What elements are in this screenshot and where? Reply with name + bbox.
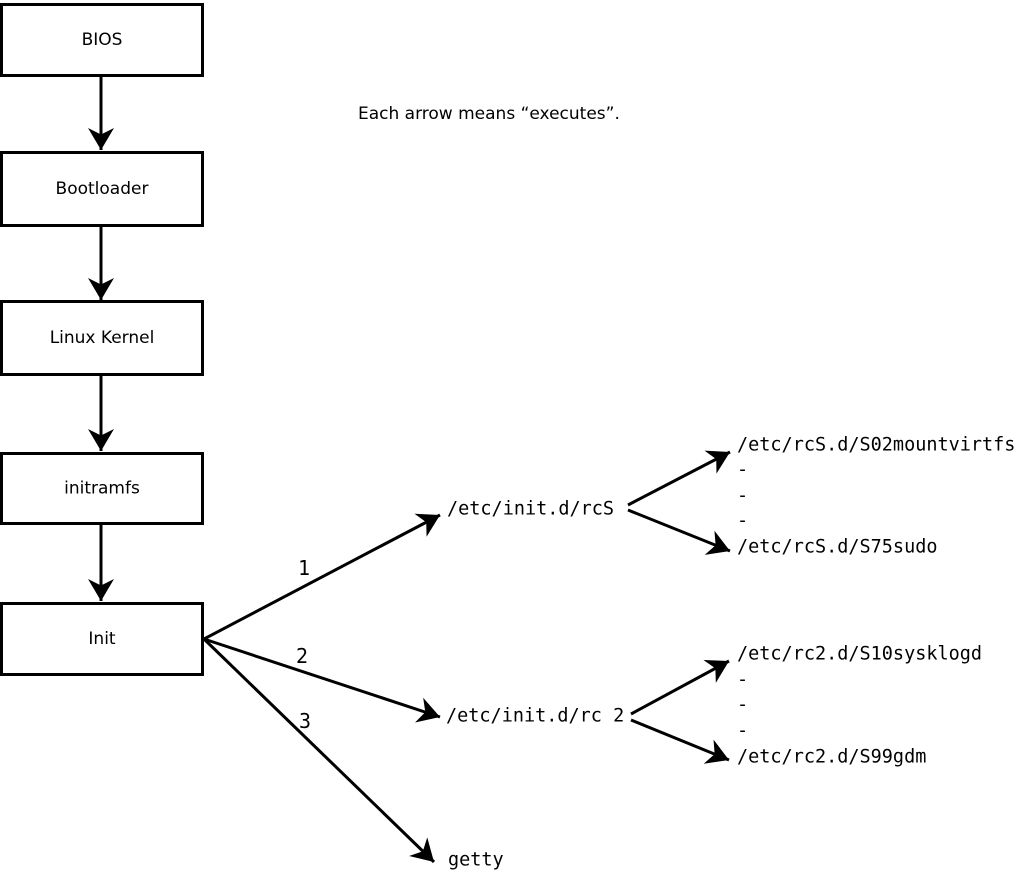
- rc2-script-ellipsis-1: -: [737, 670, 748, 691]
- arrow-init-to-rc2: [203, 637, 441, 723]
- arrow-init-to-rcs: [203, 513, 441, 641]
- rcs-script-last: /etc/rcS.d/S75sudo: [737, 537, 937, 558]
- rc2-target-label: /etc/init.d/rc 2: [446, 706, 624, 727]
- rc2-script-ellipsis-2: -: [737, 695, 748, 716]
- rcs-target-label: /etc/init.d/rcS: [447, 499, 614, 520]
- branch-order-1: 1: [298, 556, 310, 580]
- arrow-rcs-to-first-script: [627, 450, 731, 507]
- rc2-script-first: /etc/rc2.d/S10sysklogd: [737, 644, 982, 665]
- arrow-rcs-to-last-script: [627, 508, 731, 555]
- rc2-script-ellipsis-3: -: [737, 721, 748, 742]
- rcs-script-ellipsis-3: -: [737, 511, 748, 532]
- rcs-script-ellipsis-1: -: [737, 460, 748, 481]
- arrow-rc2-to-last-script: [630, 718, 730, 764]
- getty-target-label: getty: [448, 850, 504, 871]
- init-label: Init: [88, 629, 116, 649]
- bios-label: BIOS: [82, 30, 123, 50]
- branch-order-3: 3: [299, 709, 311, 733]
- rc2-script-last: /etc/rc2.d/S99gdm: [737, 747, 926, 768]
- linux-kernel-box: [0, 300, 204, 376]
- initramfs-box: [0, 452, 204, 525]
- rcs-script-first: /etc/rcS.d/S02mountvirtfs: [737, 435, 1015, 456]
- init-box: [0, 602, 204, 676]
- bootloader-box: [0, 151, 204, 227]
- bios-box: [0, 3, 204, 77]
- arrow-init-to-getty: [202, 637, 436, 864]
- note-text: Each arrow means “executes”.: [358, 104, 620, 124]
- linux-kernel-label: Linux Kernel: [50, 328, 155, 348]
- arrow-rc2-to-first-script: [630, 659, 730, 716]
- rcs-script-ellipsis-2: -: [737, 486, 748, 507]
- initramfs-label: initramfs: [64, 479, 140, 499]
- branch-order-2: 2: [296, 644, 308, 668]
- bootloader-label: Bootloader: [56, 179, 149, 199]
